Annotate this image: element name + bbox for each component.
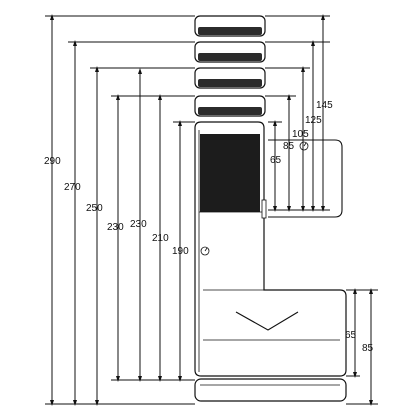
left-dimension-lines: [45, 15, 195, 405]
stack-module-4: [194, 95, 266, 117]
dim-label-230-b: 230: [130, 219, 147, 230]
dim-label-190: 190: [172, 246, 189, 257]
dim-label-65-b: 65: [345, 330, 357, 341]
base-dimension-labels: 65 85: [345, 330, 374, 354]
dim-label-85-a: 85: [283, 141, 295, 152]
stack-module-2: [194, 41, 266, 63]
drawer-chevron: [235, 311, 299, 331]
base-dimension-lines: [346, 289, 378, 405]
dim-label-105: 105: [292, 129, 309, 140]
right-dimension-labels: 145 125 105 85 65: [270, 100, 333, 166]
right-dimension-lines: [265, 15, 330, 211]
dim-label-250: 250: [86, 203, 103, 214]
dim-label-145: 145: [316, 100, 333, 111]
dim-label-270: 270: [64, 182, 81, 193]
dim-label-125: 125: [305, 115, 322, 126]
side-callout-panel: [268, 139, 343, 218]
dim-label-230-a: 230: [107, 222, 124, 233]
left-dimension-labels: 290 270 250 230 230 210 190: [44, 156, 189, 257]
dim-label-65-a: 65: [270, 155, 282, 166]
stack-module-3: [194, 67, 266, 89]
dim-label-290: 290: [44, 156, 61, 167]
stack-module-1: [194, 15, 266, 37]
dim-label-210: 210: [152, 233, 169, 244]
cabinet-latch: [261, 199, 267, 219]
cabinet-dark-panel: [200, 134, 260, 212]
dimension-ticks: [50, 14, 373, 406]
dim-label-85-b: 85: [362, 343, 374, 354]
main-cabinet: [194, 121, 347, 377]
base-plate: [194, 378, 347, 402]
